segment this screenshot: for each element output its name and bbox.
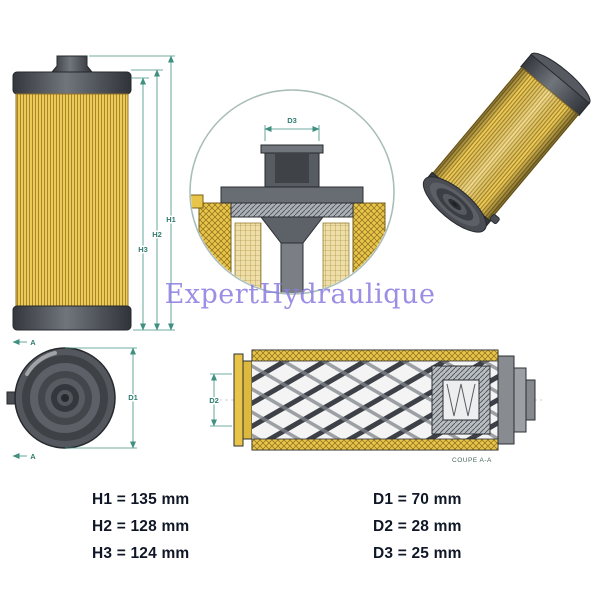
tilted-filter: [422, 52, 591, 233]
spec-d2: D2 = 28 mm: [373, 518, 462, 535]
end-center: [451, 201, 458, 207]
dim-label-h3: H3: [138, 245, 148, 254]
highlight: [25, 351, 57, 376]
section-drawing: [233, 349, 536, 451]
clip-tab: [489, 214, 500, 224]
longitudinal-section-svg: D2 COUPE A-A: [208, 349, 542, 464]
side-elevation-view: H1 H2 H3: [5, 48, 180, 343]
port-bore: [275, 153, 309, 183]
flange-shoulder: [230, 202, 354, 218]
dim-label-h2: H2: [152, 230, 162, 239]
side-lug: [191, 194, 204, 209]
dim-label-h1: H1: [166, 215, 176, 224]
core-tube: [280, 242, 304, 293]
dim-label-d3: D3: [287, 116, 297, 125]
top-port: [50, 55, 94, 73]
detail-section-svg: D3: [189, 89, 395, 295]
mesh-stack-left: [234, 222, 262, 293]
d2-dimension: [210, 373, 232, 427]
spec-h3: H3 = 124 mm: [92, 545, 190, 562]
media-wall-right: [352, 202, 386, 293]
spec-d3: D3 = 25 mm: [373, 545, 462, 562]
detail-cross-section: [191, 144, 386, 293]
dim-label-d2: D2: [209, 396, 219, 405]
left-cap-outer: [233, 353, 244, 447]
isometric-render-view: [408, 42, 593, 247]
right-cap-step2: [513, 367, 527, 433]
center-port: [61, 394, 69, 402]
height-dimension-lines: [89, 55, 175, 331]
right-cap-step3: [525, 379, 536, 421]
left-cap-inner: [242, 360, 253, 440]
top-view: D1 A A: [5, 336, 145, 464]
dim-label-d1: D1: [128, 393, 138, 402]
d1-dimension: [12, 339, 137, 459]
top-cap: [12, 71, 132, 95]
longitudinal-section-view: D2 COUPE A-A: [200, 338, 545, 468]
right-cap-step1: [497, 355, 515, 445]
cut-label-bottom: A: [30, 452, 36, 461]
pleated-body: [15, 93, 129, 307]
media-wall-left: [198, 202, 232, 293]
spec-d1: D1 = 70 mm: [373, 491, 462, 508]
section-caption: COUPE A-A: [452, 457, 492, 464]
detail-section-view: D3: [185, 85, 400, 300]
port-rim: [260, 144, 324, 154]
flange-plate: [220, 186, 364, 204]
shell-shading: [432, 67, 579, 221]
mesh-stack-right: [322, 222, 350, 293]
cut-label-top: A: [30, 338, 36, 347]
media-band-bottom: [251, 438, 499, 451]
side-elevation-svg: H1 H2 H3: [12, 55, 177, 331]
valve-cavity: [442, 379, 480, 421]
filter-side-drawing: [12, 55, 132, 331]
media-band-top: [251, 349, 499, 362]
height-specs: H1 = 135 mm H2 = 128 mm H3 = 124 mm: [92, 486, 189, 567]
filter-top-drawing: [6, 347, 116, 449]
spec-h2: H2 = 128 mm: [92, 518, 190, 535]
isometric-render-svg: [422, 52, 591, 233]
d3-dimension: [264, 125, 320, 141]
valve-spring: [446, 383, 476, 417]
spec-h1: H1 = 135 mm: [92, 491, 190, 508]
bottom-cap: [12, 305, 132, 331]
diameter-specs: D1 = 70 mm D2 = 28 mm D3 = 25 mm: [373, 486, 462, 567]
top-view-svg: D1 A A: [6, 337, 139, 463]
